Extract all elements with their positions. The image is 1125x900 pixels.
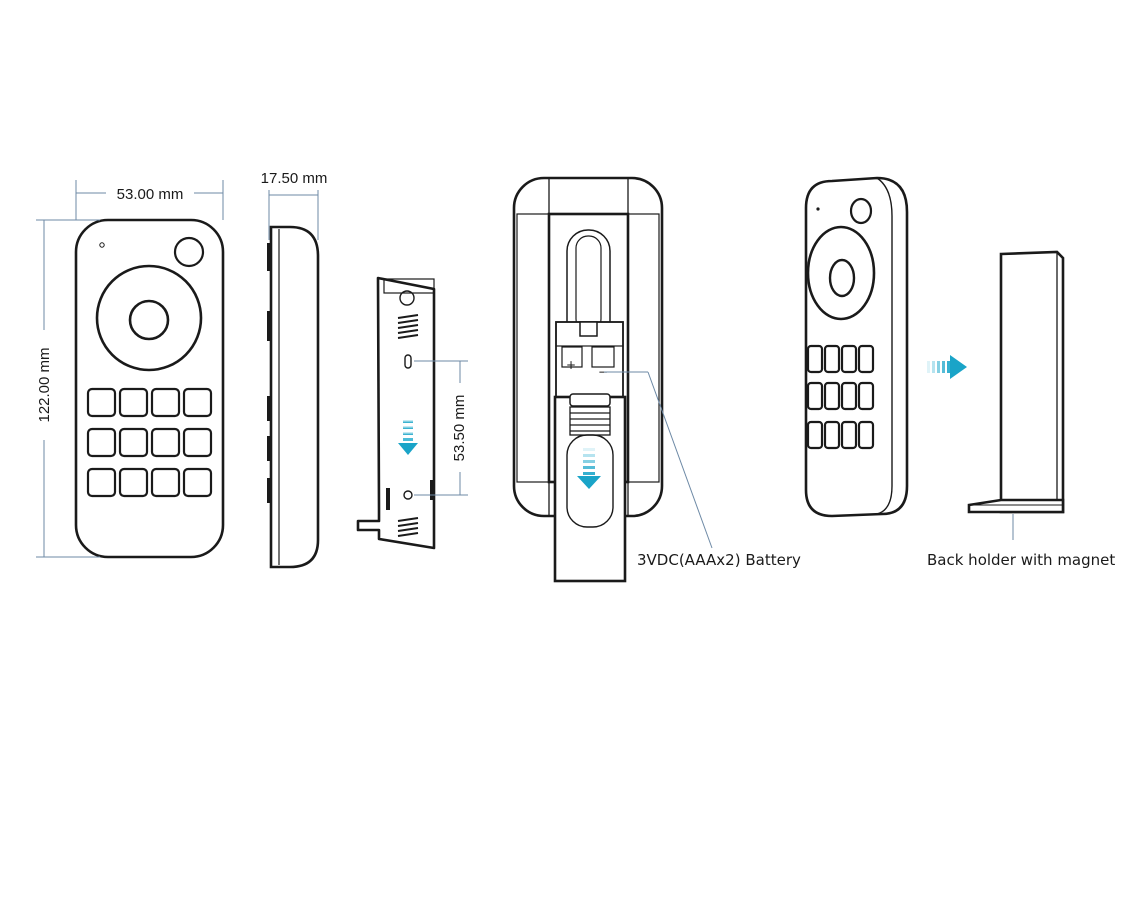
thickness-dimension-label: 17.50 mm xyxy=(261,170,328,187)
grip-ridges-top xyxy=(397,314,419,339)
height-dimension: 122.00 mm xyxy=(36,219,100,558)
mounting-plate xyxy=(356,276,436,550)
front-keypad xyxy=(86,387,213,498)
angled-keypad xyxy=(806,344,875,450)
upper-mount-hole xyxy=(404,354,412,369)
back-view-remote: + − xyxy=(512,176,713,583)
angled-remote xyxy=(804,176,909,518)
grip-ridges-bottom xyxy=(397,517,419,537)
down-arrow-icon xyxy=(398,420,418,455)
battery-label: 3VDC(AAAx2) Battery xyxy=(637,551,801,569)
color-wheel xyxy=(95,264,203,372)
led-indicator xyxy=(99,242,105,248)
hole-spacing-label: 53.50 mm xyxy=(451,395,468,462)
plus-terminal-mark: + xyxy=(566,358,576,372)
down-arrow-icon xyxy=(577,448,601,489)
lower-mount-hole xyxy=(403,490,413,500)
back-holder xyxy=(967,250,1065,540)
thickness-dimension: 17.50 mm xyxy=(261,170,328,240)
power-button xyxy=(849,197,873,225)
center-button xyxy=(828,258,856,298)
minus-terminal-mark: − xyxy=(598,365,608,379)
side-view-remote xyxy=(267,225,320,569)
hole-spacing-dimension: 53.50 mm xyxy=(414,360,468,496)
center-button xyxy=(128,299,170,341)
front-view-remote xyxy=(74,218,225,559)
power-button xyxy=(173,236,205,268)
width-dimension-label: 53.00 mm xyxy=(117,186,184,203)
height-dimension-label: 122.00 mm xyxy=(36,347,53,422)
color-wheel xyxy=(806,225,876,321)
battery-cover xyxy=(553,393,627,583)
battery-compartment: + − xyxy=(555,321,624,399)
holder-label: Back holder with magnet xyxy=(927,551,1115,569)
right-arrow-icon xyxy=(927,355,967,379)
width-dimension: 53.00 mm xyxy=(75,180,224,220)
